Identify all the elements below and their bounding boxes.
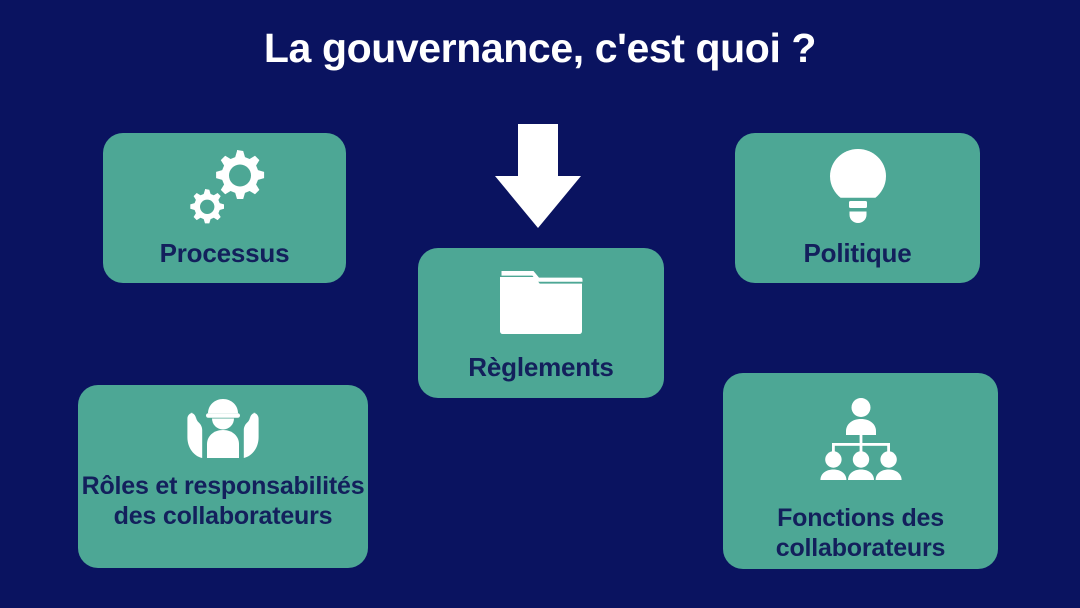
org-chart-icon [813, 397, 909, 486]
folder-icon [498, 267, 584, 340]
card-processus-label: Processus [159, 238, 290, 268]
lightbulb-icon [826, 148, 890, 229]
page-title: La gouvernance, c'est quoi ? [263, 25, 817, 71]
hands-holding-person-icon [177, 397, 269, 464]
card-fonctions-label: Fonctions des collaborateurs [775, 504, 946, 562]
card-roles-label: Rôles et responsabilités des collaborate… [81, 472, 365, 530]
arrow-down-icon [493, 124, 583, 230]
gears-icon [182, 146, 268, 231]
card-fonctions[interactable]: Fonctions des collaborateurs [723, 373, 998, 569]
card-reglements[interactable]: Règlements [418, 248, 664, 398]
card-politique-label: Politique [803, 238, 912, 268]
card-reglements-label: Règlements [468, 352, 614, 382]
card-politique[interactable]: Politique [735, 133, 980, 283]
card-processus[interactable]: Processus [103, 133, 346, 283]
card-roles[interactable]: Rôles et responsabilités des collaborate… [78, 385, 368, 568]
